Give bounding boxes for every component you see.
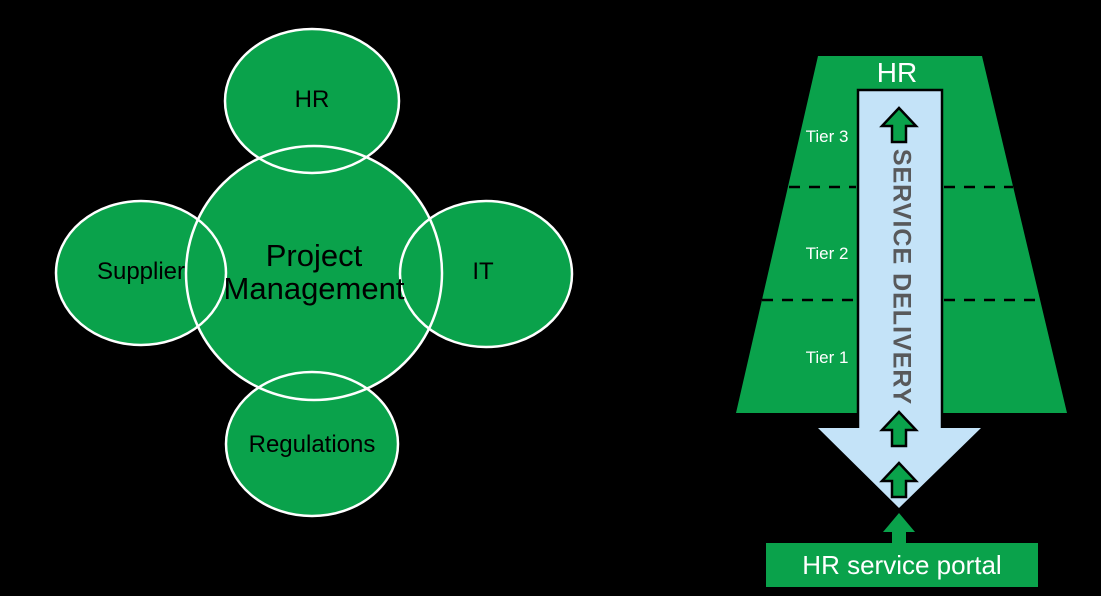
hr-circle-label: HR bbox=[294, 86, 330, 113]
hr-circle bbox=[225, 29, 399, 173]
up-arrow-lower-icon bbox=[879, 461, 919, 499]
project-management-label-line2: Management bbox=[223, 271, 405, 306]
tier-2-label: Tier 2 bbox=[805, 244, 849, 263]
regulations-circle-outline bbox=[224, 370, 400, 518]
project-management-circle bbox=[186, 146, 442, 400]
it-circle bbox=[400, 201, 572, 347]
service-delivery-column-outline bbox=[856, 88, 944, 428]
hr-service-portal-box: HR service portal bbox=[766, 543, 1038, 587]
project-management-label-line1: Project bbox=[265, 238, 363, 273]
it-circle-outline bbox=[398, 199, 574, 349]
hr-service-portal-label: HR service portal bbox=[802, 549, 1002, 580]
escalation-up-arrows bbox=[879, 106, 919, 499]
project-management-circle-outline bbox=[184, 144, 444, 402]
tier-3-label: Tier 3 bbox=[805, 127, 849, 146]
regulations-circle bbox=[226, 372, 398, 516]
pyramid-title: HR bbox=[876, 57, 918, 88]
project-management-label: Project Management bbox=[224, 239, 405, 305]
service-delivery-label: SERVICE DELIVERY bbox=[887, 148, 916, 406]
regulations-circle-label: Regulations bbox=[248, 431, 376, 458]
supplier-circle-outline bbox=[54, 199, 228, 347]
venn-circle-outlines bbox=[54, 27, 574, 518]
portal-up-arrow-icon bbox=[883, 513, 915, 546]
venn-circle-fills bbox=[56, 29, 572, 516]
supplier-circle bbox=[56, 201, 226, 345]
it-circle-label: IT bbox=[472, 258, 494, 285]
hr-circle-outline bbox=[223, 27, 401, 175]
tier-separator-lines bbox=[762, 185, 1041, 302]
up-arrow-top-icon bbox=[879, 106, 919, 144]
supplier-circle-label: Supplier bbox=[96, 258, 186, 285]
tier-1-label: Tier 1 bbox=[805, 348, 849, 367]
up-arrow-middle-icon bbox=[879, 410, 919, 448]
